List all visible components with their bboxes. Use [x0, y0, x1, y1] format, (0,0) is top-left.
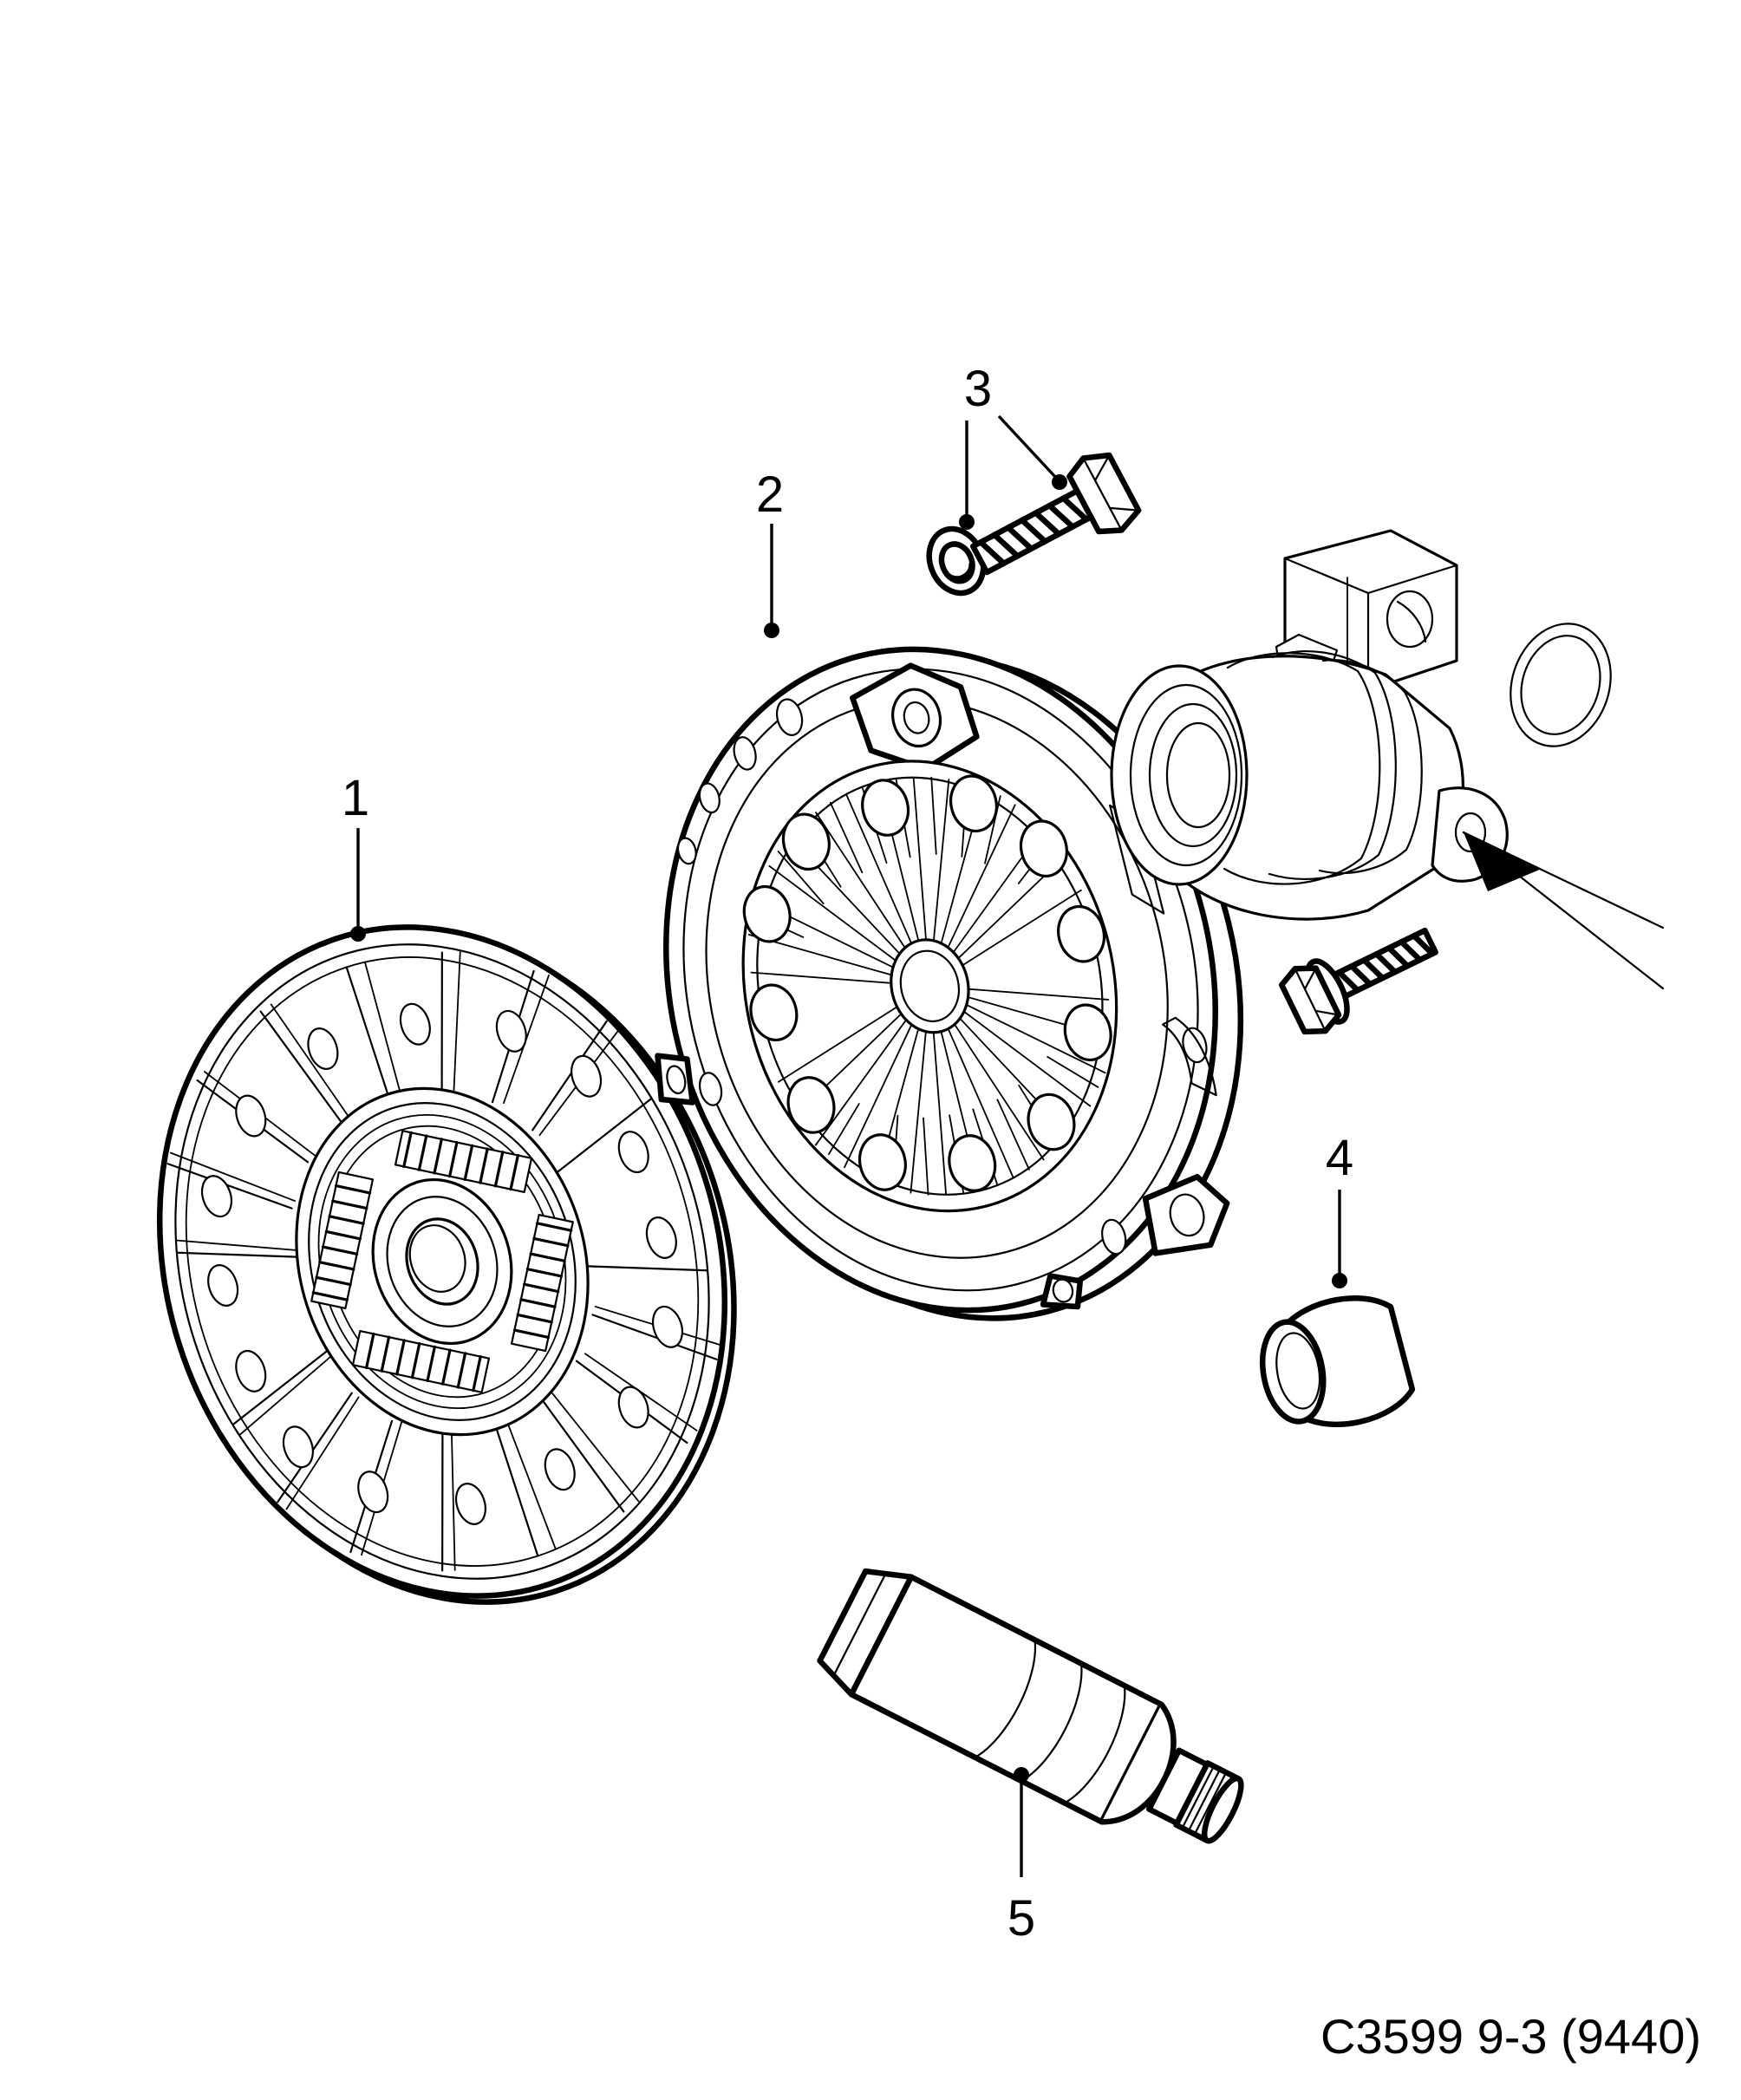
- callout-number-5: 5: [1007, 1890, 1035, 1947]
- pressure-plate-tab-bottom: [1040, 1273, 1084, 1310]
- callout-number-3: 3: [964, 361, 992, 417]
- part-slave-cylinder-o-ring[interactable]: [1495, 610, 1626, 760]
- callout-2-leader: [764, 524, 779, 638]
- pilot-bushing-front-face: [1260, 1319, 1327, 1425]
- part-clutch-driven-disc[interactable]: [75, 851, 818, 1678]
- pressure-plate-lug-top: [850, 662, 980, 773]
- callout-leaders: [350, 414, 1347, 1877]
- csc-port-bore: [1386, 590, 1434, 649]
- disc-friction-segments: [166, 951, 722, 1572]
- diaphragm-rivet-bosses: [742, 774, 1112, 1192]
- disc-face-inner-rim: [174, 943, 710, 1580]
- part-pressure-plate-bolt[interactable]: [961, 447, 1143, 595]
- pilot-bushing-bore: [1275, 1332, 1321, 1410]
- pressure-plate-cover-holes: [676, 698, 1208, 1255]
- callout-4-leader: [1332, 1190, 1347, 1288]
- part-slave-cylinder-bolt[interactable]: [1278, 910, 1445, 1040]
- callout-5-leader: [1014, 1767, 1029, 1877]
- part-pilot-bushing[interactable]: [1253, 1289, 1416, 1437]
- callout-number-1: 1: [342, 770, 369, 826]
- disc-hub-assembly: [295, 1086, 590, 1437]
- pressure-plate-cover-rim-inner: [682, 668, 1199, 1292]
- bolt-threads: [977, 495, 1090, 567]
- part-concentric-slave-cylinder[interactable]: [1110, 529, 1665, 990]
- callout-number-4: 4: [1326, 1130, 1353, 1186]
- disc-hub-bore-inner: [408, 1224, 466, 1293]
- o-ring-inner: [1520, 635, 1601, 735]
- callout-3-leader: [959, 414, 1067, 530]
- csc-bearing-barrel: [1110, 650, 1465, 921]
- figure-caption: C3599 9-3 (9440): [1320, 2009, 1701, 2064]
- csc-bolt-assembly-arrow: [1462, 831, 1665, 990]
- part-pressure-plate-assembly[interactable]: [569, 585, 1310, 1392]
- part-grease-tube[interactable]: [812, 1557, 1262, 1873]
- pressure-plate-tab-left: [655, 1053, 695, 1105]
- spring-washer-split: [947, 561, 975, 582]
- csc-bearing-bore: [1165, 721, 1231, 829]
- callout-number-2: 2: [756, 466, 784, 523]
- callout-1-leader: [350, 828, 366, 942]
- pressure-plate-lug-lower: [1142, 1173, 1230, 1256]
- diaphragm-center-hub-inner: [899, 949, 961, 1022]
- spring-washer-bore: [938, 541, 975, 584]
- csc-bearing-front-ring: [1110, 664, 1249, 886]
- disc-rivet-holes: [200, 1002, 684, 1525]
- grease-tube-cap-end: [1201, 1775, 1244, 1844]
- csc-bolt-threads: [1336, 933, 1436, 994]
- disc-torsion-springs: [310, 1130, 574, 1393]
